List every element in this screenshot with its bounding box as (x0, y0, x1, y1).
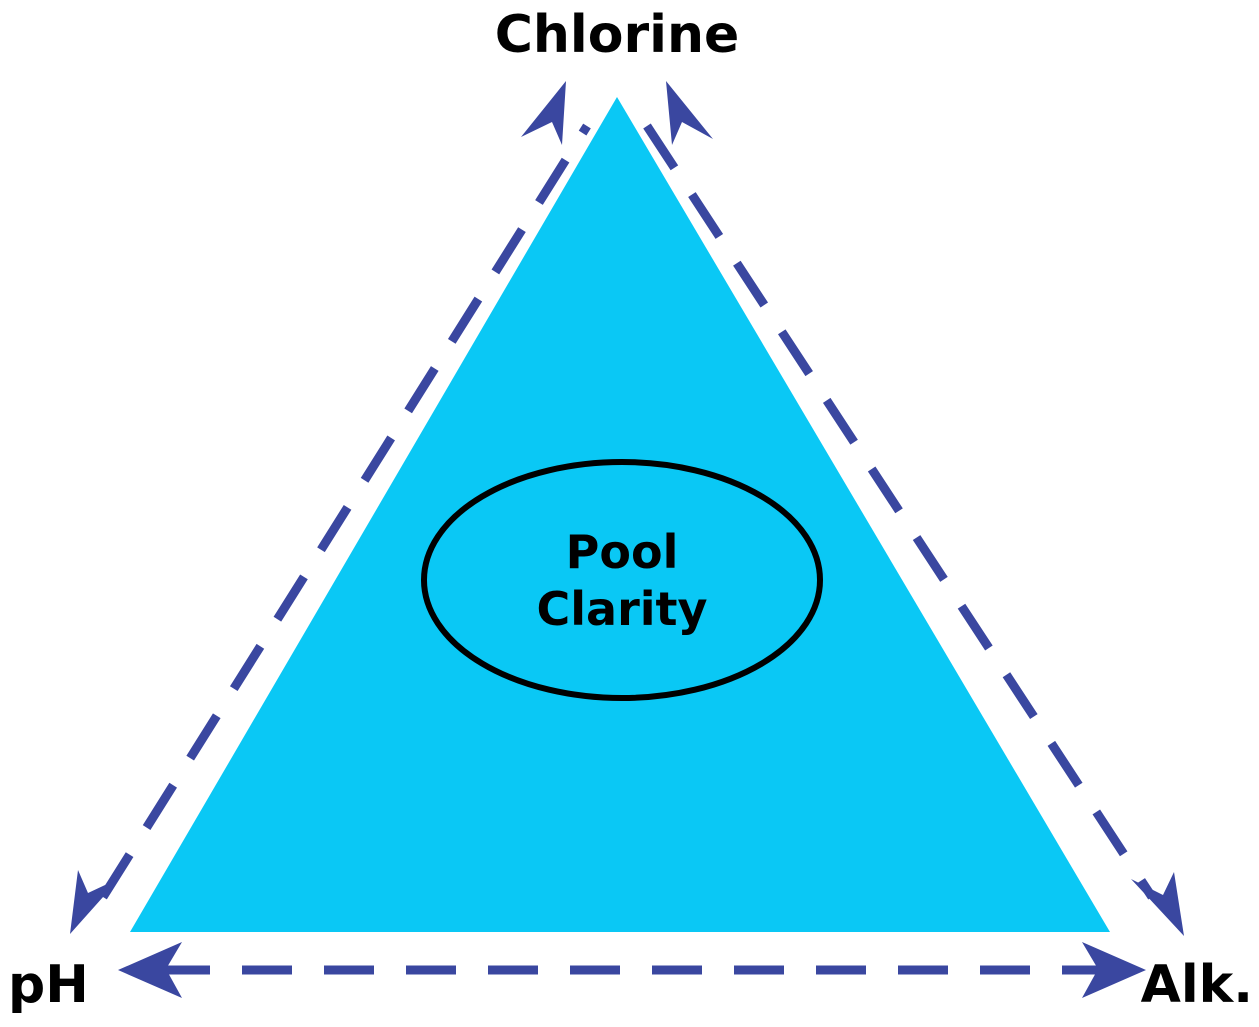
vertex-label-alkalinity: Alk. (1141, 955, 1253, 1015)
edge-ph-alkalinity (118, 942, 1146, 998)
center-label-line-1: Pool (566, 525, 679, 579)
center-label-line-2: Clarity (537, 582, 708, 636)
edge-ph-chlorine (70, 81, 591, 934)
arrowhead-toward-ph (118, 942, 182, 998)
arrowhead-toward-chlorine-right (666, 81, 713, 145)
arrowhead-toward-chlorine-left (521, 81, 566, 145)
vertex-label-ph: pH (8, 955, 89, 1015)
pool-clarity-ellipse (421, 459, 823, 701)
edge-chlorine-alkalinity (643, 81, 1184, 936)
arrowhead-toward-alkalinity (1082, 942, 1146, 998)
arrowhead-toward-ph-upper (70, 870, 120, 934)
edge-ph-chlorine-line (99, 123, 591, 900)
arrowhead-toward-alkalinity-upper (1131, 872, 1184, 936)
edge-chlorine-alkalinity-line (643, 123, 1156, 900)
vertex-label-chlorine: Chlorine (495, 5, 740, 65)
